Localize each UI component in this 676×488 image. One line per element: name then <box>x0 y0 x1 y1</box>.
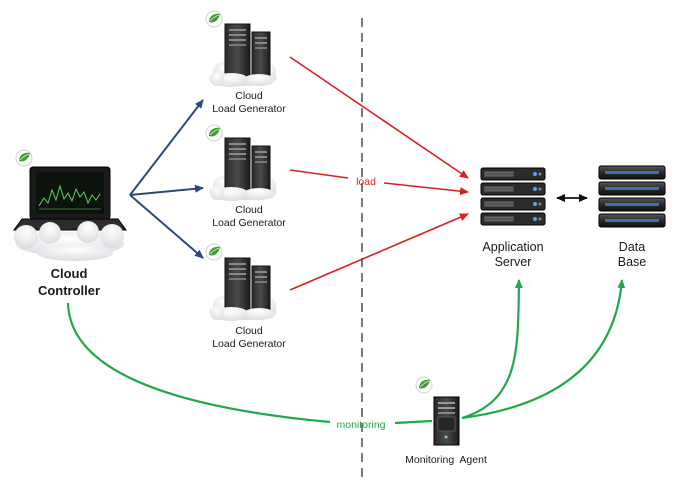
monitoring-edge-app-server <box>461 279 523 420</box>
generator-2-label-line1: Cloud <box>235 204 263 216</box>
load-edge-generator-2-a <box>289 169 349 179</box>
generator-2-label-line2: Load Generator <box>212 217 286 229</box>
generator-3-label-line1: Cloud <box>235 325 263 337</box>
laptop-with-chart-icon <box>13 166 127 261</box>
server-tower-on-cloud-icon <box>208 23 278 88</box>
generator-3-label: Cloud Load Generator <box>199 325 299 351</box>
controller-label: Cloud Controller <box>22 265 116 299</box>
database-stack-icon <box>598 165 666 228</box>
green-leaf-badge-icon <box>205 243 223 261</box>
database-label: Data Base <box>594 240 670 270</box>
monitoring-edge-database <box>461 279 626 420</box>
control-edge-generator-2 <box>129 184 204 196</box>
green-leaf-badge-icon <box>205 10 223 28</box>
generator-3-label-line2: Load Generator <box>212 338 286 350</box>
generator-2-label: Cloud Load Generator <box>199 204 299 230</box>
database-label-line1: Data <box>618 240 646 254</box>
app-server-label: Application Server <box>468 240 558 270</box>
generator-1-label-line2: Load Generator <box>212 103 286 115</box>
generator-1-label-line1: Cloud <box>235 90 263 102</box>
load-edge-generator-3 <box>289 213 469 291</box>
load-edge-generator-1 <box>289 56 469 179</box>
server-tower-on-cloud-icon <box>208 257 278 322</box>
load-label: load <box>356 176 376 188</box>
app-server-label-line2: Server <box>494 255 532 269</box>
controller-label-line1: Cloud <box>50 266 88 281</box>
load-edge-generator-2-b <box>383 182 469 196</box>
monitoring-edge-controller <box>66 302 331 424</box>
server-tower-on-cloud-icon <box>208 137 278 202</box>
rack-server-icon <box>480 167 546 226</box>
green-leaf-badge-icon <box>15 149 33 167</box>
controller-label-line2: Controller <box>37 283 101 298</box>
database-label-line2: Base <box>617 255 647 269</box>
generator-1-label: Cloud Load Generator <box>199 90 299 116</box>
green-leaf-badge-icon <box>415 376 433 394</box>
app-server-label-line1: Application <box>482 240 544 254</box>
green-leaf-badge-icon <box>205 124 223 142</box>
monitoring-agent-label: Monitoring Agent <box>405 454 487 466</box>
server-tower-icon <box>433 396 460 446</box>
control-edge-generator-3 <box>129 194 204 259</box>
control-edge-generator-1 <box>129 99 204 196</box>
monitoring-label: monitoring <box>336 419 385 431</box>
monitoring-edge-agent <box>394 419 433 425</box>
